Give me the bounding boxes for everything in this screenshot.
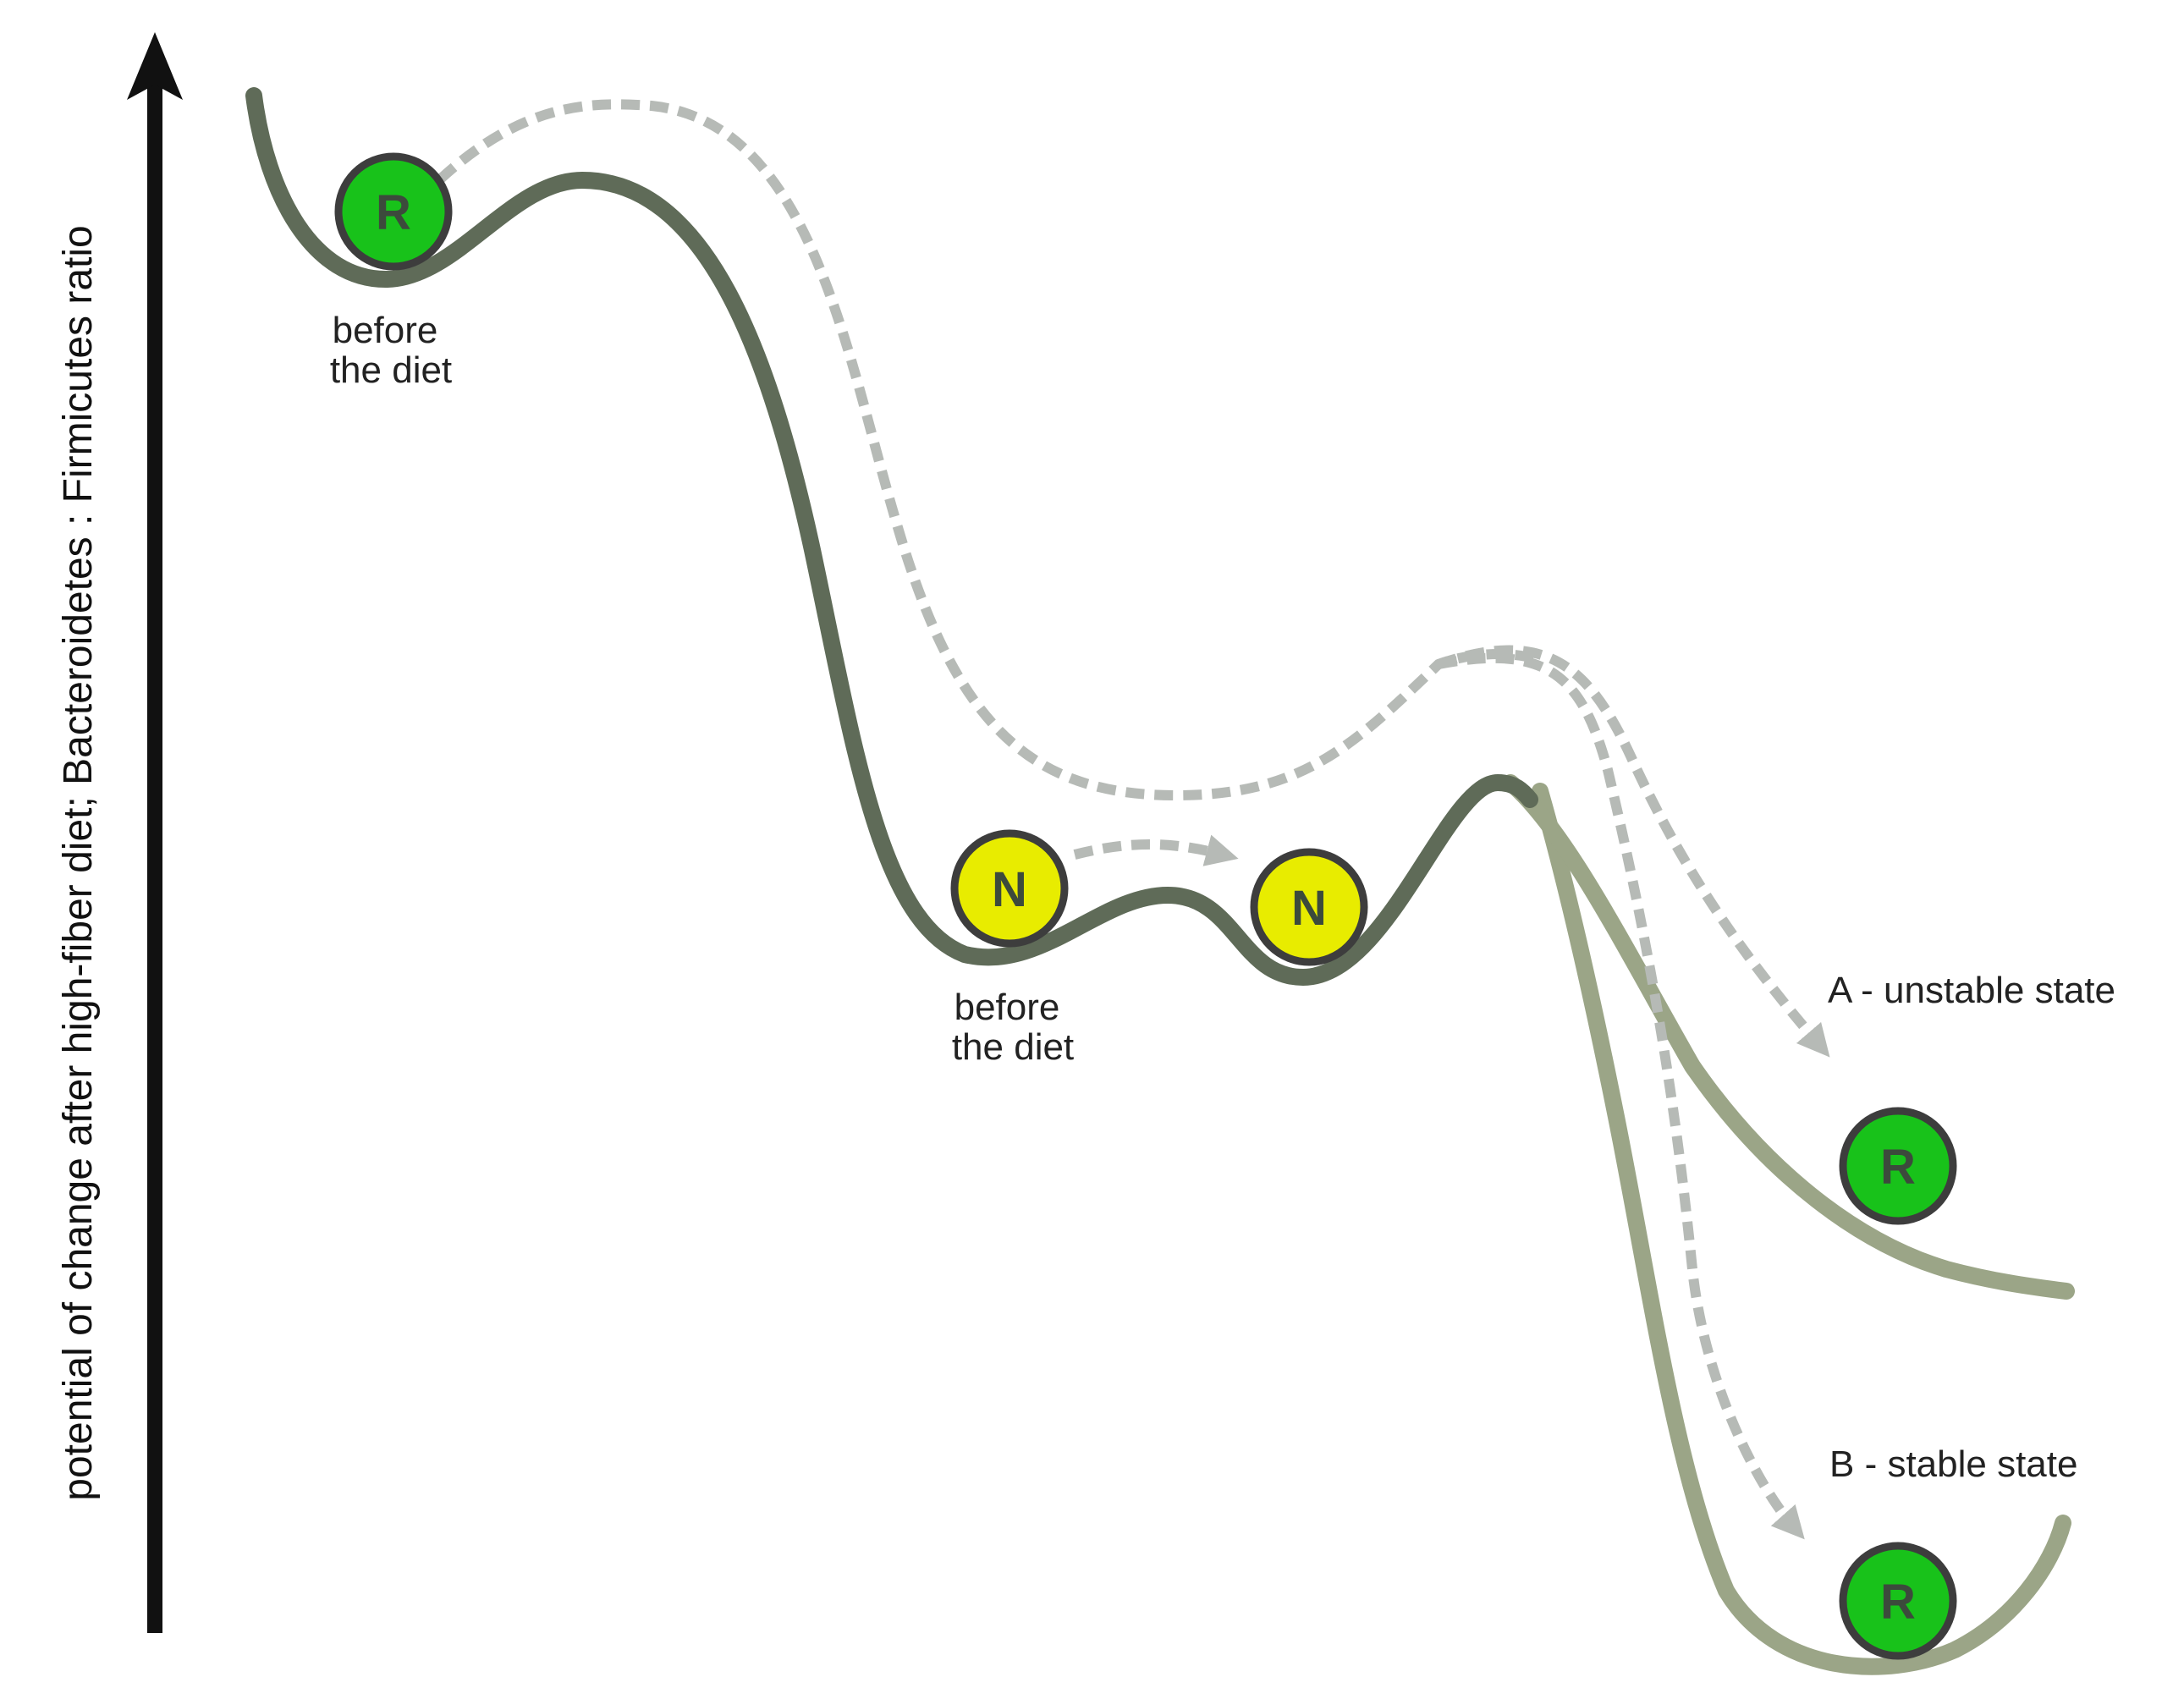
- y-axis: [127, 32, 183, 1633]
- ball-n-first: [950, 829, 1069, 948]
- ball-letter-r-unstable: R: [1880, 1140, 1916, 1195]
- ball-r-start: [334, 152, 453, 271]
- node-r-stable: R: [1839, 1542, 1957, 1660]
- before-diet-label-1-line2: the diet: [330, 349, 452, 391]
- state-b-label: B - stable state: [1829, 1443, 2077, 1485]
- ball-letter-n-first: N: [992, 862, 1027, 917]
- arrow-to-unstable-a: [1437, 645, 1830, 1058]
- arrow-r-to-basin: [436, 99, 1542, 801]
- node-r-start: R: [334, 152, 453, 271]
- ball-letter-n-second: N: [1291, 881, 1327, 936]
- landscape-branch-a: [1502, 774, 2075, 1300]
- ball-letter-r-start: R: [376, 185, 411, 240]
- arrow-to-stable-b: [1437, 652, 1805, 1540]
- before-diet-label-2-line1: before: [954, 987, 1060, 1028]
- landscape-branch-b: [1532, 783, 2071, 1675]
- ball-letter-r-stable: R: [1880, 1575, 1916, 1630]
- before-diet-label-1-line1: before: [333, 310, 438, 351]
- before-diet-label-2-line2: the diet: [952, 1026, 1074, 1068]
- node-n-second: N: [1250, 848, 1368, 966]
- node-n-first: N: [950, 829, 1069, 948]
- y-axis-label: potential of change after high-fiber die…: [56, 225, 101, 1500]
- ball-n-second: [1250, 848, 1368, 966]
- ball-r-unstable: [1839, 1107, 1957, 1225]
- y-axis-arrowhead-icon: [127, 32, 183, 100]
- landscape-main-curve: [245, 87, 1538, 987]
- transition-arrows: [436, 99, 1830, 1540]
- ball-r-stable: [1839, 1542, 1957, 1660]
- landscape: [245, 87, 2075, 1675]
- arrow-n-to-n: [1073, 834, 1239, 866]
- state-a-label: A - unstable state: [1828, 970, 2115, 1011]
- node-r-unstable: R: [1839, 1107, 1957, 1225]
